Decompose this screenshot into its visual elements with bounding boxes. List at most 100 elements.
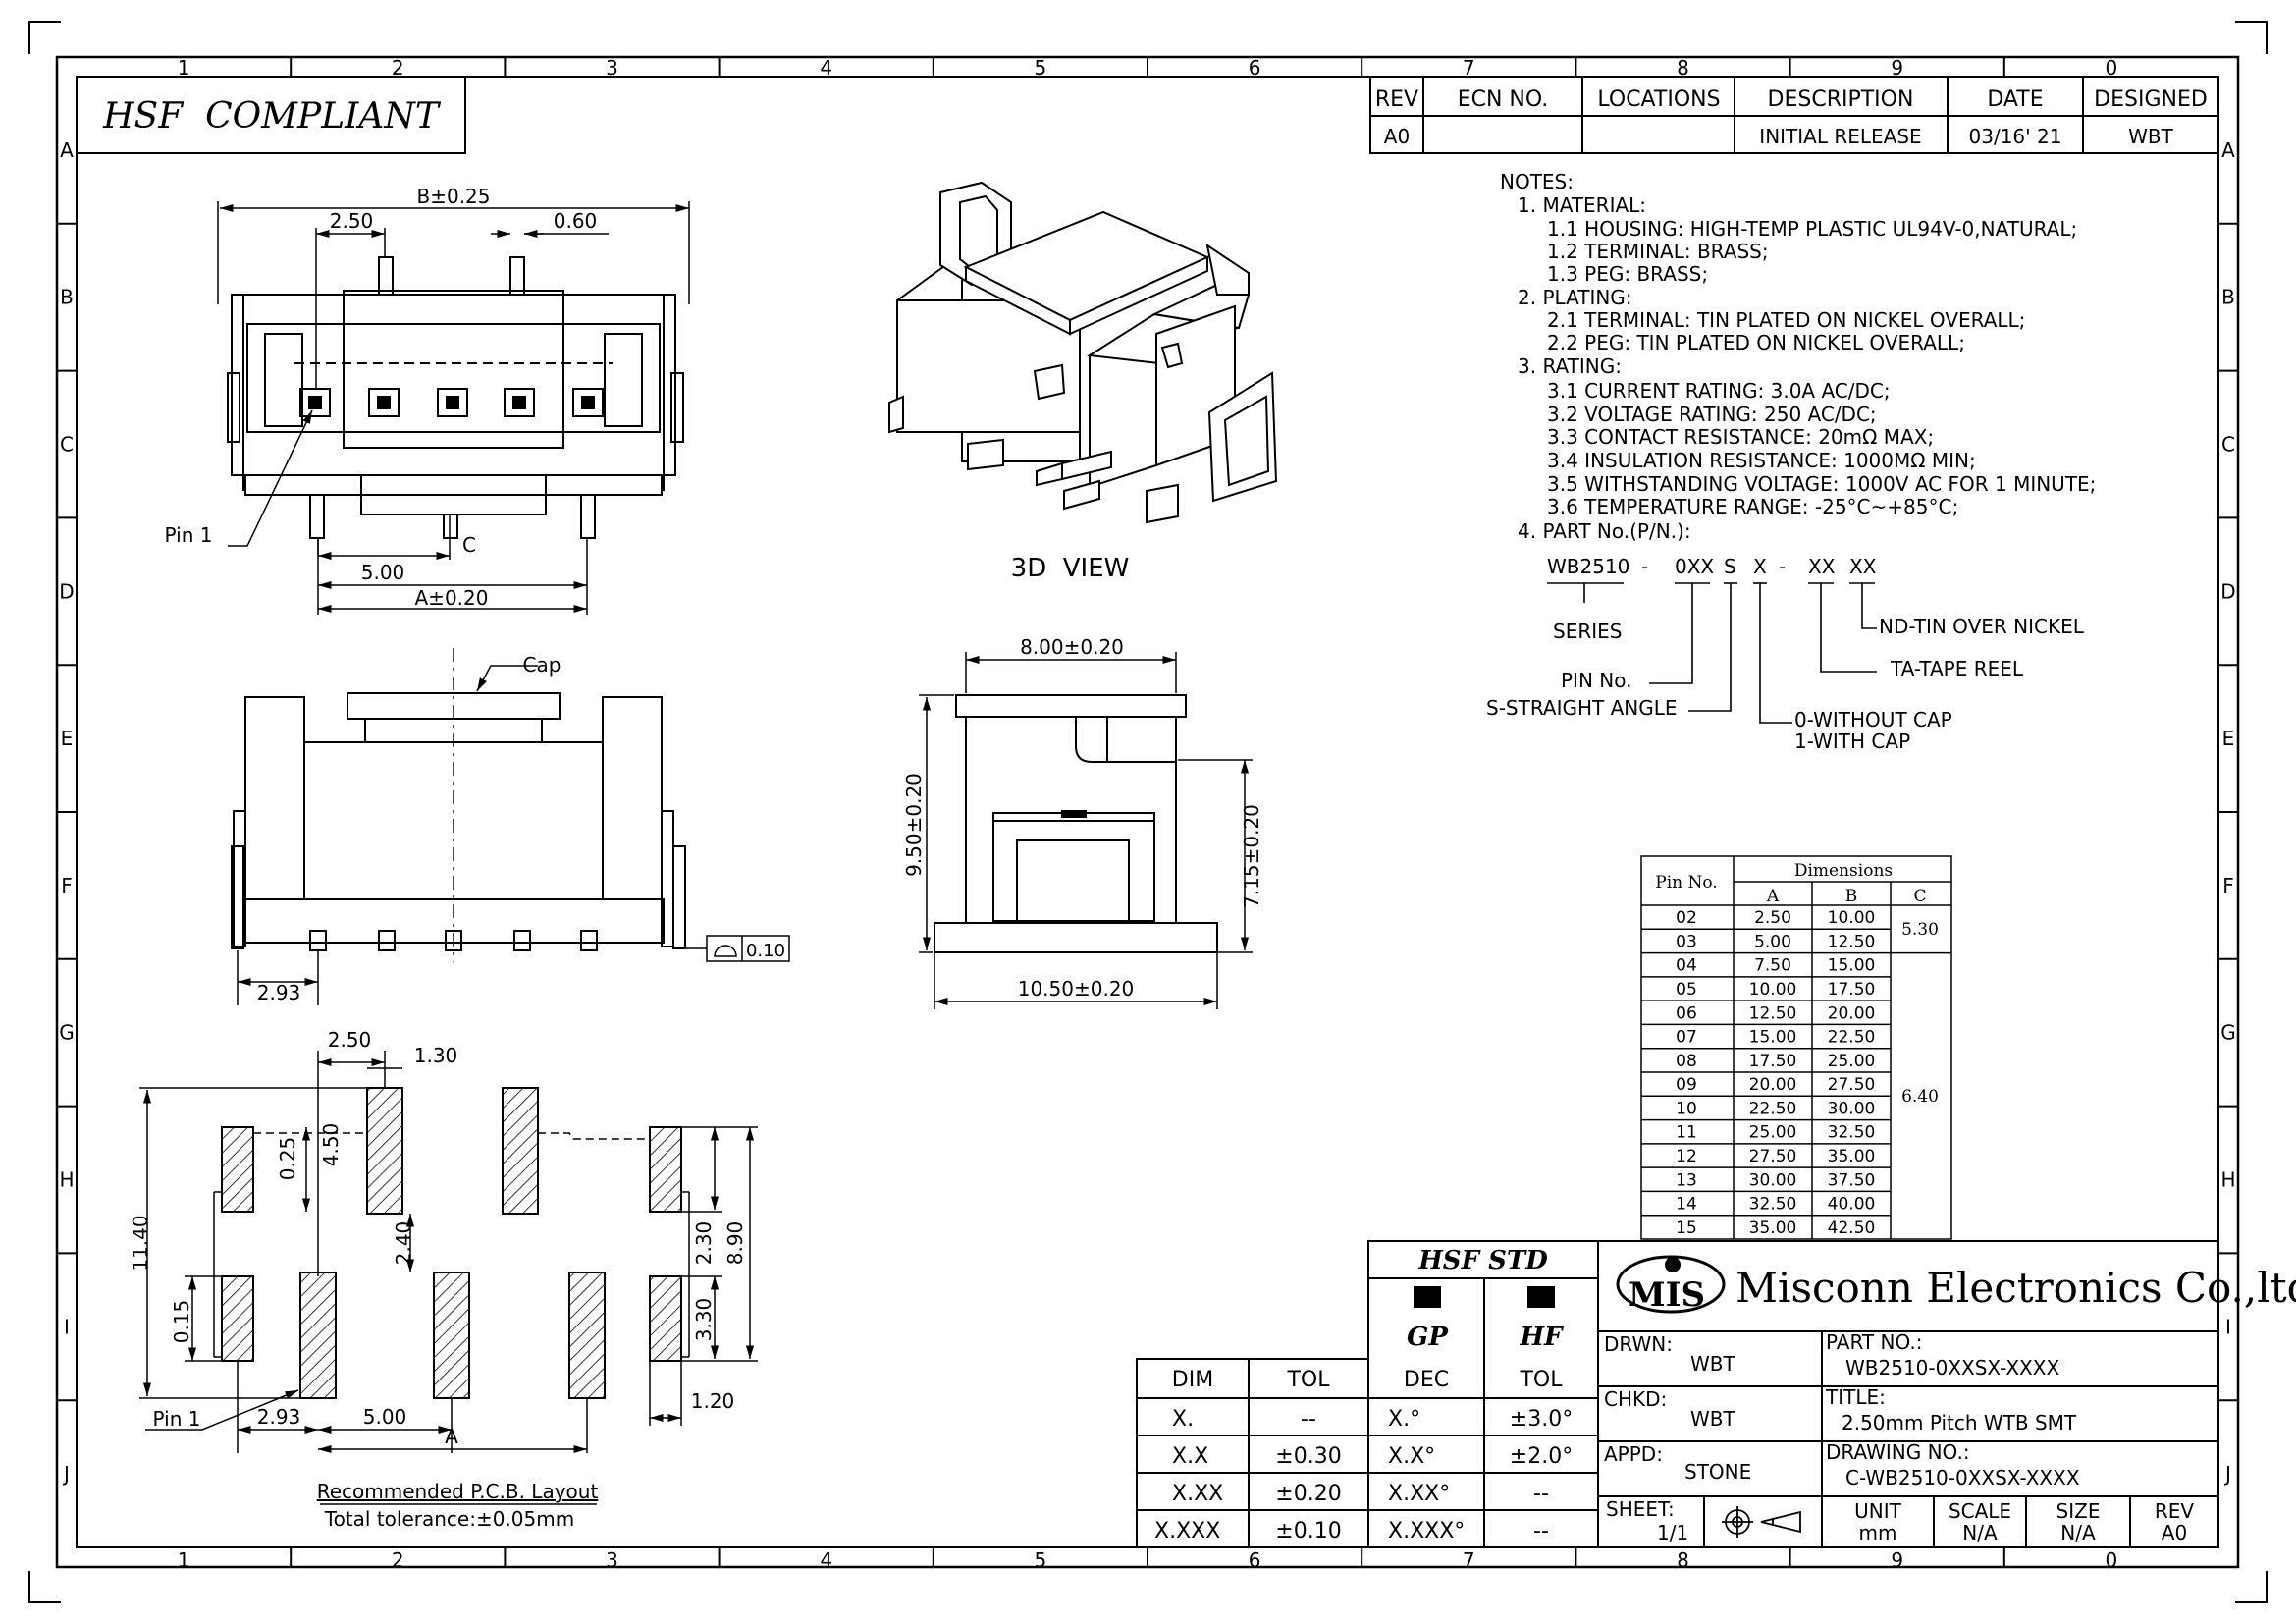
pcb-dim-890: 8.90: [723, 1221, 747, 1266]
row-label: E: [2222, 727, 2235, 750]
tol-cell: --: [1301, 1407, 1316, 1432]
row-label: G: [59, 1021, 75, 1045]
rev-header-rev: REV: [1375, 87, 1418, 112]
dim-table-col-c: C: [1913, 887, 1926, 906]
pn-code-xx2: XX: [1849, 555, 1877, 578]
row-label: J: [2223, 1462, 2231, 1486]
dim-table-cell: 10.00: [1828, 908, 1876, 928]
tol-header-tol2: TOL: [1519, 1368, 1563, 1392]
row-label: B: [2221, 286, 2235, 309]
pn-code-dash: -: [1641, 555, 1648, 578]
pn-label-tape: TA-TAPE REEL: [1890, 657, 2024, 680]
rev-value-description: INITIAL RELEASE: [1759, 125, 1921, 148]
part-number-breakdown: WB2510 - 0XX S X - XX XX SERIES PIN No. …: [1486, 555, 2085, 753]
tol-header-tol: TOL: [1286, 1368, 1330, 1392]
size-value: N/A: [2060, 1521, 2096, 1544]
dim-pitch: 2.50: [330, 209, 374, 233]
note-line: 3.2 VOLTAGE RATING: 250 AC/DC;: [1547, 403, 1877, 426]
pn-label-straight: S-STRAIGHT ANGLE: [1486, 696, 1678, 720]
dim-table-cell: 2.50: [1754, 908, 1791, 928]
dim-table-cell: 10: [1676, 1099, 1697, 1118]
projection-symbol-icon: [1722, 1506, 1801, 1538]
row-label: D: [59, 579, 74, 603]
note-line: 1. MATERIAL:: [1518, 193, 1646, 217]
dim-table-cell: 27.50: [1828, 1075, 1876, 1095]
column-label: 9: [1891, 56, 1903, 80]
tol-cell: X.XXX°: [1388, 1519, 1465, 1543]
side-view: [934, 694, 1218, 953]
pn-code-x: X: [1753, 555, 1767, 578]
column-label: 0: [2106, 56, 2118, 80]
row-label: C: [2221, 433, 2235, 457]
dim-500: 5.00: [361, 561, 405, 584]
dim-table-cell: 22.50: [1749, 1099, 1797, 1118]
hf-label: HF: [1519, 1323, 1564, 1352]
row-label: I: [64, 1315, 70, 1338]
pcb-tolerance: Total tolerance:±0.05mm: [324, 1507, 574, 1531]
dim-table-cell: 04: [1676, 956, 1697, 976]
pn-code-pins: 0XX: [1675, 555, 1714, 578]
top-view-dimensions: [217, 201, 690, 615]
dim-b: B±0.25: [416, 185, 490, 208]
dim-table-cell: 42.50: [1828, 1218, 1876, 1238]
note-line: 3.3 CONTACT RESISTANCE: 20mΩ MAX;: [1547, 425, 1934, 449]
row-label: E: [61, 727, 74, 750]
note-line: 3.4 INSULATION RESISTANCE: 1000MΩ MIN;: [1547, 449, 1976, 472]
corner-marks: [28, 21, 2268, 1603]
pn-label-series: SERIES: [1553, 620, 1622, 643]
dim-side-width: 8.00±0.20: [1020, 635, 1124, 659]
rev-header-designed: DESIGNED: [2094, 87, 2208, 112]
dim-side-height2: 7.15±0.20: [1240, 804, 1263, 908]
3d-view: [888, 181, 1278, 524]
dim-table-c-first: 5.30: [1901, 920, 1939, 940]
rev-header-description: DESCRIPTION: [1768, 87, 1914, 112]
front-view: [231, 648, 686, 962]
row-label: D: [2220, 579, 2235, 603]
drawing-no-label: DRAWING NO.:: [1826, 1440, 1970, 1464]
column-label: 1: [178, 56, 190, 80]
pn-label-cap1: 1-WITH CAP: [1794, 730, 1910, 753]
unit-label: UNIT: [1854, 1499, 1901, 1523]
pn-label-plating: ND-TIN OVER NICKEL: [1879, 615, 2085, 638]
note-line: 2. PLATING:: [1518, 286, 1632, 309]
dim-table-cell: 40.00: [1828, 1195, 1876, 1215]
pn-code-s: S: [1724, 555, 1736, 578]
scale-value: N/A: [1962, 1521, 1998, 1544]
column-label: 4: [820, 56, 832, 80]
dim-side-base: 10.50±0.20: [1018, 977, 1135, 1001]
column-label: 7: [1463, 56, 1475, 80]
unit-value: mm: [1859, 1521, 1897, 1544]
column-label: 6: [1249, 1548, 1261, 1572]
dim-pin-width: 0.60: [554, 209, 598, 233]
dim-table-cell: 12: [1676, 1147, 1697, 1166]
part-no-value: WB2510-0XXSX-XXXX: [1845, 1356, 2059, 1380]
dim-table-title: Dimensions: [1794, 861, 1893, 881]
pcb-caption: Recommended P.C.B. Layout: [317, 1480, 599, 1503]
pcb-dim-240: 2.40: [392, 1221, 415, 1266]
dim-table-cell: 20.00: [1749, 1075, 1797, 1095]
hsf-compliant-box: [76, 76, 466, 154]
appd-label: APPD:: [1604, 1442, 1663, 1466]
dim-table-cell: 30.00: [1749, 1170, 1797, 1190]
dim-table-cell: 12.50: [1828, 932, 1876, 951]
row-label: I: [2225, 1315, 2231, 1338]
notes-heading: NOTES:: [1500, 170, 1574, 193]
tol-cell: ±0.20: [1275, 1482, 1341, 1506]
rev-header-ecn: ECN NO.: [1458, 87, 1549, 112]
drwn-value: WBT: [1690, 1352, 1735, 1376]
column-label: 3: [606, 1548, 618, 1572]
chkd-label: CHKD:: [1604, 1387, 1667, 1411]
rev-header-date: DATE: [1987, 87, 2043, 112]
pcb-dim-1140: 11.40: [129, 1215, 152, 1271]
tol-cell: ±2.0°: [1510, 1444, 1573, 1469]
pn-code-series: WB2510: [1547, 555, 1629, 578]
dim-table-cell: 25.00: [1749, 1123, 1797, 1143]
column-label: 0: [2106, 1548, 2118, 1572]
note-line: 1.1 HOUSING: HIGH-TEMP PLASTIC UL94V-0,N…: [1547, 217, 2077, 241]
rev-value: A0: [2162, 1521, 2187, 1544]
top-view-terminals: [299, 388, 604, 417]
dim-table-cell: 17.50: [1749, 1052, 1797, 1071]
column-label: 1: [178, 1548, 190, 1572]
column-label: 2: [392, 1548, 404, 1572]
column-label: 4: [820, 1548, 832, 1572]
